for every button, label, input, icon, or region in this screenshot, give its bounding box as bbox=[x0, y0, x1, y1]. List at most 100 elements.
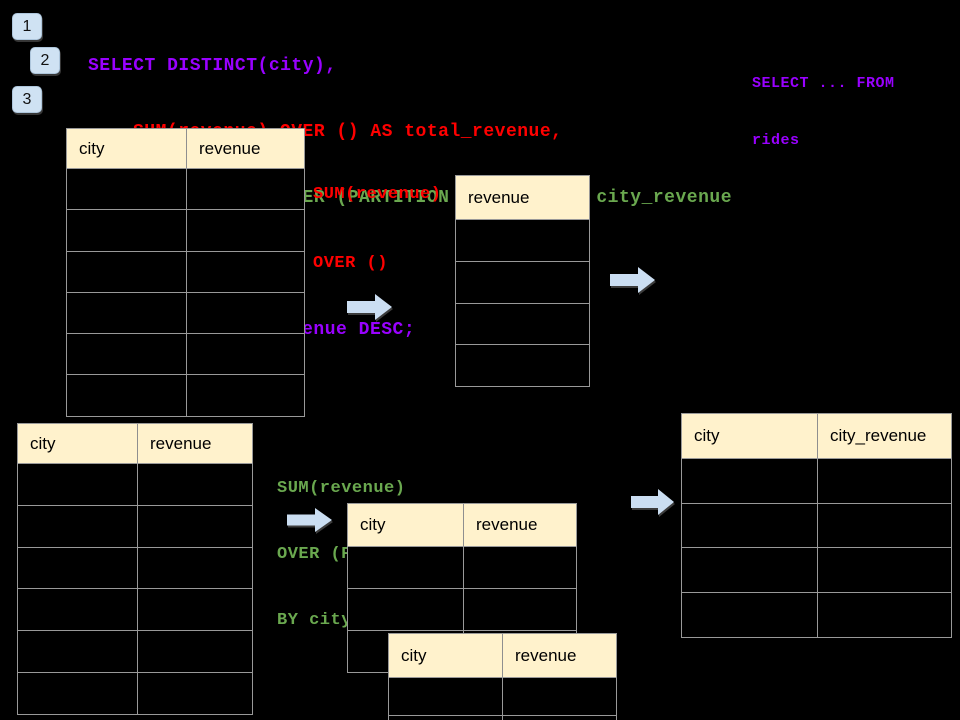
side-note-select-from-rides: SELECT ... FROM rides bbox=[752, 36, 895, 188]
table-row bbox=[682, 502, 951, 548]
table-row bbox=[67, 250, 304, 292]
table-cell-empty bbox=[138, 631, 252, 672]
table-row bbox=[18, 588, 252, 631]
column-header-revenue: revenue bbox=[476, 515, 538, 534]
annotation-sum-over-total: SUM(revenue) OVER () bbox=[313, 137, 441, 321]
column-header-city: city bbox=[389, 634, 503, 677]
table-row bbox=[18, 546, 252, 589]
table-cell-empty bbox=[18, 547, 138, 589]
arrow-right-icon bbox=[347, 294, 392, 320]
table-partition-front: city revenue bbox=[388, 633, 617, 720]
table-cell-empty bbox=[18, 589, 138, 631]
table-body bbox=[18, 463, 252, 714]
table-cell-empty bbox=[389, 678, 503, 715]
step-badge-1-label: 1 bbox=[22, 17, 32, 35]
table-row bbox=[18, 463, 252, 505]
column-header-city: city bbox=[348, 504, 464, 546]
table-cell-empty bbox=[456, 220, 589, 261]
table-body bbox=[456, 219, 589, 386]
table-cell-empty bbox=[138, 589, 252, 630]
table-row bbox=[456, 219, 589, 261]
table-row bbox=[389, 677, 616, 715]
table-cell-empty bbox=[503, 678, 616, 715]
table-header-row: revenue bbox=[456, 176, 589, 219]
table-header-row: city revenue bbox=[67, 129, 304, 168]
table-body bbox=[389, 677, 616, 720]
table-row bbox=[456, 260, 589, 303]
table-cell-empty bbox=[456, 304, 589, 345]
table-row bbox=[456, 344, 589, 386]
step-badge-3-label: 3 bbox=[22, 90, 32, 108]
table-body bbox=[67, 168, 304, 416]
annotation-total-line-2: OVER () bbox=[313, 254, 388, 273]
column-header-revenue: revenue bbox=[150, 433, 212, 453]
table-cell-empty bbox=[348, 547, 464, 588]
table-cell-empty bbox=[67, 292, 187, 334]
table-header-row: city revenue bbox=[348, 504, 576, 546]
table-row bbox=[67, 291, 304, 334]
table-cell-empty bbox=[456, 262, 589, 303]
table-cell-empty bbox=[187, 293, 304, 333]
column-header-revenue: revenue bbox=[515, 645, 577, 665]
annotation-partition-line-1: SUM(revenue) bbox=[277, 479, 406, 498]
column-header-revenue: revenue bbox=[468, 187, 530, 207]
table-row bbox=[348, 588, 576, 630]
step-badge-3: 3 bbox=[12, 86, 42, 113]
table-cell-empty bbox=[187, 375, 304, 415]
arrow-right-icon bbox=[631, 489, 674, 515]
table-cell-empty bbox=[187, 210, 304, 250]
table-row bbox=[67, 209, 304, 251]
table-row bbox=[682, 592, 951, 637]
table-cell-empty bbox=[138, 464, 252, 505]
table-row bbox=[348, 546, 576, 588]
table-cell-empty bbox=[18, 464, 138, 505]
table-cell-empty bbox=[187, 252, 304, 292]
table-cell-empty bbox=[818, 459, 951, 503]
table-cell-empty bbox=[67, 375, 187, 416]
table-header-row: city revenue bbox=[389, 634, 616, 677]
table-row bbox=[67, 374, 304, 416]
table-cell-empty bbox=[67, 169, 187, 210]
table-cell-empty bbox=[818, 593, 951, 637]
table-row bbox=[67, 333, 304, 375]
column-header-city: city bbox=[682, 414, 818, 458]
table-cell-empty bbox=[18, 505, 138, 547]
table-city-revenue-result: city city_revenue bbox=[681, 413, 952, 638]
table-row bbox=[682, 458, 951, 503]
column-header-revenue: revenue bbox=[199, 138, 261, 158]
table-row bbox=[18, 630, 252, 672]
table-rides-source-bottom: city revenue bbox=[17, 423, 253, 715]
table-cell-empty bbox=[464, 547, 576, 588]
column-header-city: city bbox=[18, 424, 138, 463]
table-cell-empty bbox=[682, 503, 818, 548]
table-row bbox=[682, 547, 951, 593]
table-row bbox=[389, 714, 616, 720]
table-body bbox=[682, 458, 951, 637]
table-cell-empty bbox=[389, 715, 503, 720]
table-row bbox=[67, 168, 304, 210]
table-cell-empty bbox=[503, 716, 616, 720]
table-cell-empty bbox=[456, 345, 589, 386]
table-header-row: city city_revenue bbox=[682, 414, 951, 458]
table-row bbox=[456, 302, 589, 345]
table-cell-empty bbox=[818, 504, 951, 548]
table-cell-empty bbox=[18, 672, 138, 714]
arrow-right-icon bbox=[610, 267, 655, 293]
step-badge-1: 1 bbox=[12, 13, 42, 40]
column-header-city: city bbox=[67, 129, 187, 168]
table-cell-empty bbox=[18, 631, 138, 672]
table-row bbox=[18, 504, 252, 547]
table-cell-empty bbox=[67, 251, 187, 292]
sql-line-select: SELECT DISTINCT(city), bbox=[88, 56, 337, 76]
step-badge-2: 2 bbox=[30, 47, 60, 74]
table-cell-empty bbox=[67, 334, 187, 375]
table-cell-empty bbox=[187, 169, 304, 209]
side-note-line-1: SELECT ... FROM bbox=[752, 75, 895, 92]
table-cell-empty bbox=[682, 548, 818, 593]
table-cell-empty bbox=[464, 589, 576, 630]
table-cell-empty bbox=[348, 589, 464, 630]
table-cell-empty bbox=[138, 506, 252, 547]
table-cell-empty bbox=[138, 548, 252, 589]
table-cell-empty bbox=[682, 593, 818, 637]
